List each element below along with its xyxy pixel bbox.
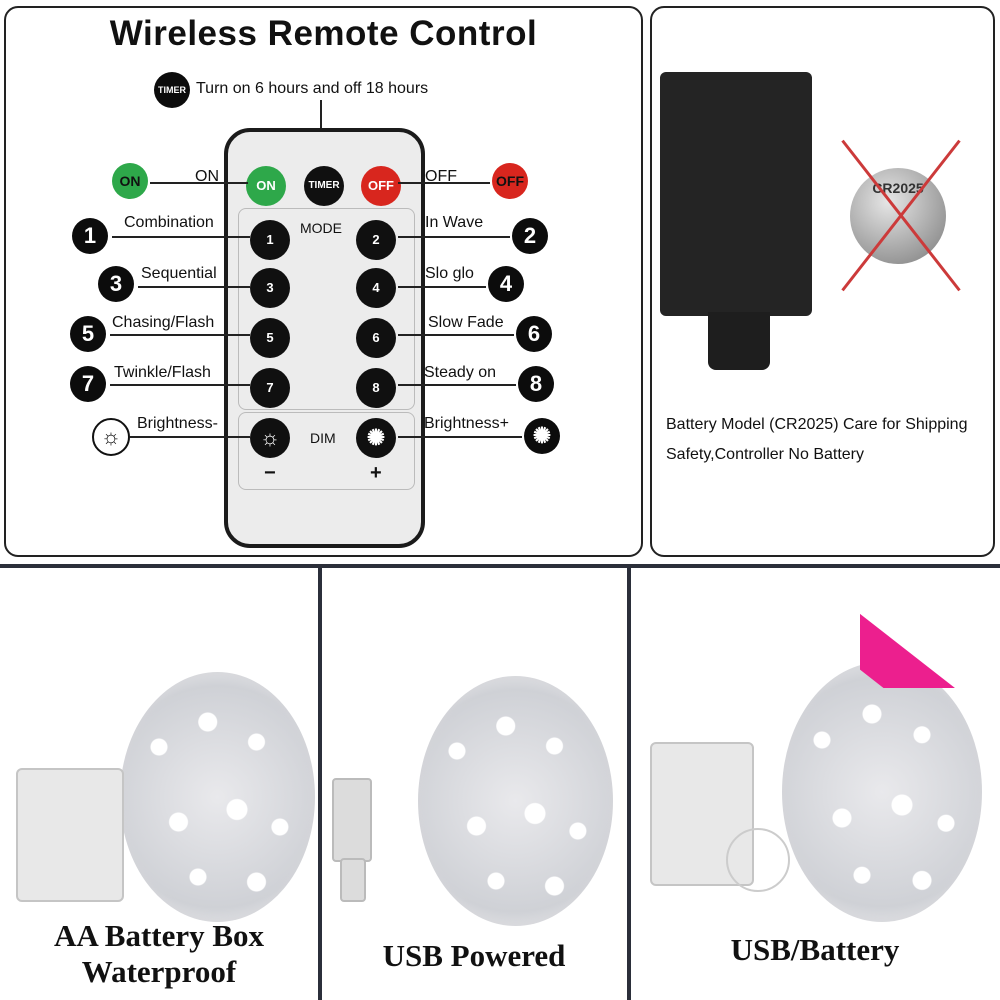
remote-timer-button[interactable]: TIMER [304,166,344,206]
dim-group [238,412,415,490]
mode-3-button[interactable]: 3 [250,268,290,308]
mode-4-badge: 4 [488,266,524,302]
sun-filled-icon: ✺ [366,425,386,450]
mode-2-badge: 2 [512,218,548,254]
mode-6-button[interactable]: 6 [356,318,396,358]
plus-symbol: + [370,462,382,484]
brightness-up-button[interactable]: ✺ [356,418,396,458]
product-1-caption-line1: AA Battery Box [53,918,265,953]
product-3-caption: USB/Battery [730,932,900,967]
section-divider [318,568,322,1000]
mode-6-badge: 6 [516,316,552,352]
off-badge: OFF [492,163,528,199]
mode-label: MODE [300,220,342,236]
mode-2-button[interactable]: 2 [356,220,396,260]
string-lights-image [120,672,315,922]
string-lights-image [782,662,982,922]
section-divider [0,564,1000,568]
brightness-minus-label: Brightness- [137,415,218,432]
usb-cable-image [726,828,790,892]
battery-tray-image [708,312,770,370]
mode-group [238,208,415,410]
product-2-caption: USB Powered [382,938,566,973]
mode-8-badge: 8 [518,366,554,402]
mode-7-label: Twinkle/Flash [114,364,211,381]
product-1-caption-line2: Waterproof [81,954,237,989]
dim-label: DIM [310,430,336,446]
brightness-down-button[interactable]: ☼ [250,418,290,458]
mode-2-label: In Wave [425,214,484,231]
mode-1-badge: 1 [72,218,108,254]
mode-5-button[interactable]: 5 [250,318,290,358]
mode-1-label: Combination [124,214,214,231]
mode-4-label: Slo glo [425,265,474,282]
section-divider [627,568,631,1000]
mode-3-badge: 3 [98,266,134,302]
battery-note: Battery Model (CR2025) Care for Shipping… [666,416,968,463]
remote-control: ON TIMER OFF MODE 1 2 3 4 5 6 7 8 ☼ ✺ DI… [224,128,425,548]
brightness-minus-icon: ☼ [92,418,130,456]
usb-connector-image [340,858,366,902]
on-badge: ON [112,163,148,199]
battery-box-image [16,768,124,902]
mode-8-label: Steady on [424,364,497,381]
coin-battery-text: CR2025 [872,180,924,196]
minus-symbol: − [264,462,276,484]
product-1-caption: AA Battery Box Waterproof [4,918,314,990]
mode-5-badge: 5 [70,316,106,352]
page-title: Wireless Remote Control [109,14,538,53]
remote-off-button[interactable]: OFF [361,166,401,206]
mode-6-label: Slow Fade [428,314,504,331]
timer-label: Turn on 6 hours and off 18 hours [196,80,429,97]
mode-7-button[interactable]: 7 [250,368,290,408]
timer-badge: TIMER [154,72,190,108]
brightness-plus-label: Brightness+ [424,415,509,432]
off-label: OFF [425,168,457,185]
remote-on-button[interactable]: ON [246,166,286,206]
sun-outline-icon: ☼ [259,425,281,450]
mode-7-badge: 7 [70,366,106,402]
mode-4-button[interactable]: 4 [356,268,396,308]
usb-controller-image [332,778,372,862]
mode-8-button[interactable]: 8 [356,368,396,408]
on-label: ON [195,168,219,185]
battery-panel [650,6,995,557]
battery-compartment-image [660,72,812,316]
mode-3-label: Sequential [141,265,217,282]
brightness-plus-icon: ✺ [524,418,560,454]
string-lights-image [418,676,613,926]
mode-5-label: Chasing/Flash [112,314,215,331]
mode-1-button[interactable]: 1 [250,220,290,260]
